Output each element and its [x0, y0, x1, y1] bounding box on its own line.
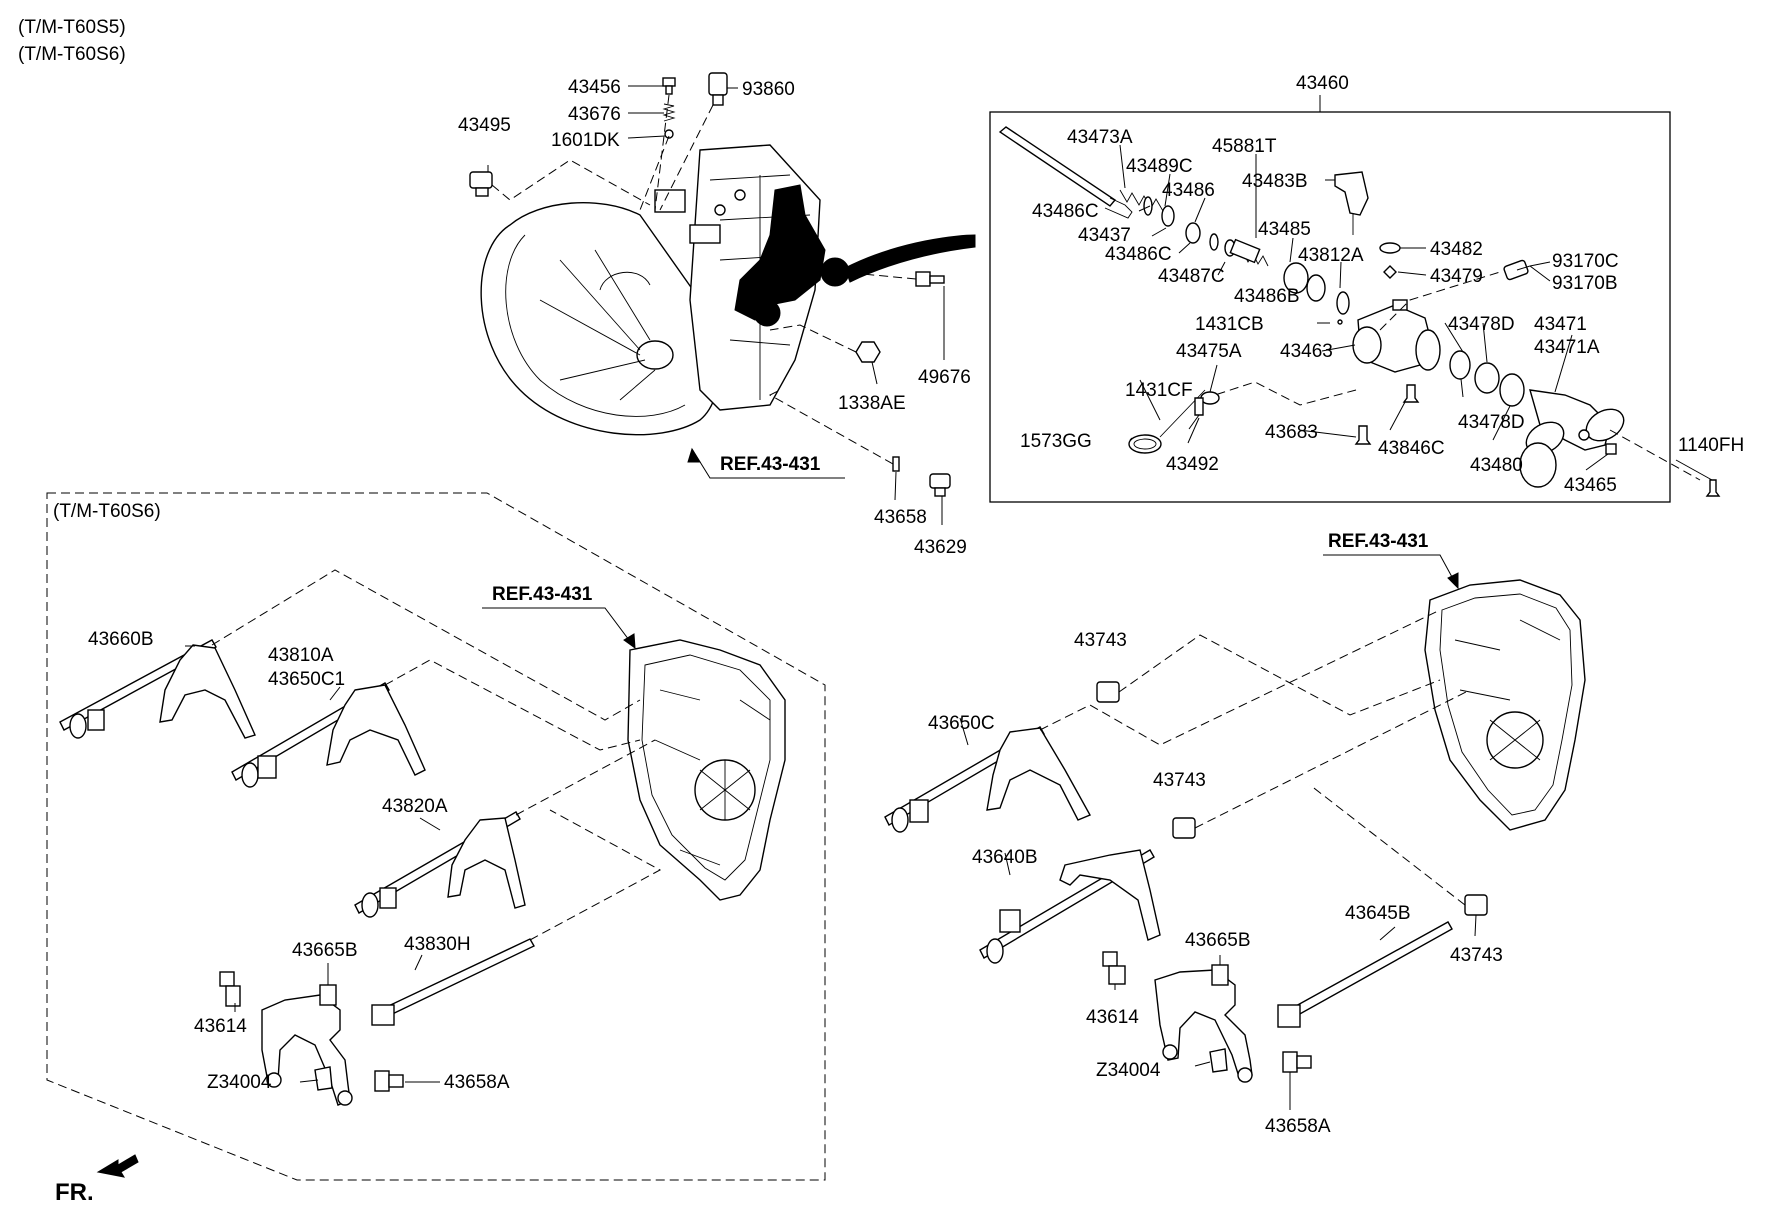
left-labels: REF.43-431 43660B 43810A 43650C1 43820A … [88, 584, 593, 1093]
left-leader-lines [185, 569, 662, 1083]
ref-label-right: REF.43-431 [1328, 531, 1429, 552]
label-43483b: 43483B [1242, 171, 1308, 192]
label-43485: 43485 [1258, 219, 1311, 240]
front-label: FR. [55, 1179, 94, 1206]
part-43676-spring [662, 103, 676, 122]
right-labels: REF.43-431 43743 43650C 43743 43640B 436… [928, 531, 1503, 1137]
label-43489c: 43489C [1126, 156, 1193, 177]
label-43486b: 43486B [1234, 286, 1300, 307]
label-43478d-b: 43478D [1458, 412, 1525, 433]
label-1601dk: 1601DK [551, 130, 620, 151]
label-93860: 93860 [742, 79, 795, 100]
kit-labels: 43473A 43489C 45881T 43486 43483B 43486C… [1020, 127, 1744, 496]
label-93170b: 93170B [1552, 273, 1618, 294]
label-1431cf: 1431CF [1125, 380, 1193, 401]
label-43743-a: 43743 [1074, 630, 1127, 651]
label-43660b: 43660B [88, 629, 154, 650]
label-43492: 43492 [1166, 454, 1219, 475]
part-43658-pin [892, 456, 900, 472]
top-leader-lines [487, 85, 945, 525]
label-43495: 43495 [458, 115, 511, 136]
label-1573gg: 1573GG [1020, 431, 1092, 452]
label-43487c: 43487C [1158, 266, 1225, 287]
label-43640b: 43640B [972, 847, 1038, 868]
label-43471: 43471 [1534, 314, 1587, 335]
label-43473a: 43473A [1067, 127, 1133, 148]
inset-t60s6-boundary [46, 492, 826, 1181]
label-43743-b: 43743 [1153, 770, 1206, 791]
label-43463: 43463 [1280, 341, 1333, 362]
front-direction-indicator: FR. [55, 1154, 139, 1206]
label-43676: 43676 [568, 104, 621, 125]
transmission-housing-top [480, 144, 976, 436]
right-fork-assemblies [884, 681, 1488, 1083]
label-43810a: 43810A [268, 645, 334, 666]
part-43629-plug [929, 473, 951, 497]
left-fork-assemblies [59, 639, 535, 1106]
label-43479: 43479 [1430, 266, 1483, 287]
label-43482: 43482 [1430, 239, 1483, 260]
label-43743-c: 43743 [1450, 945, 1503, 966]
part-43456-bolt [662, 77, 676, 95]
label-43658a-right: 43658A [1265, 1116, 1331, 1137]
label-1140fh: 1140FH [1678, 435, 1744, 456]
label-43437: 43437 [1078, 225, 1131, 246]
top-ref-callout [687, 447, 845, 479]
ref-label-top: REF.43-431 [720, 454, 821, 475]
label-43486c-a: 43486C [1032, 201, 1099, 222]
variant-label-t60s6: (T/M-T60S6) [18, 44, 126, 65]
label-43650c: 43650C [928, 713, 995, 734]
part-1601dk-ball [664, 129, 674, 139]
label-43658a-left: 43658A [444, 1072, 510, 1093]
label-43629: 43629 [914, 537, 967, 558]
ref-label-left: REF.43-431 [492, 584, 593, 605]
left-housing [627, 639, 786, 901]
label-43665b-right: 43665B [1185, 930, 1251, 951]
kit-group-label: 43460 [1296, 73, 1349, 94]
inset-variant-label: (T/M-T60S6) [53, 501, 161, 522]
part-1338ae-nut [855, 341, 881, 363]
label-1431cb: 1431CB [1195, 314, 1264, 335]
label-49676: 49676 [918, 367, 971, 388]
part-49676-bolt [915, 271, 945, 287]
variant-label-t60s5: (T/M-T60S5) [18, 17, 126, 38]
part-93860-switch [708, 72, 728, 106]
label-43478d-a: 43478D [1448, 314, 1515, 335]
kit-parts-drawing [998, 126, 1721, 497]
label-43812a: 43812A [1298, 245, 1364, 266]
label-43486c-b: 43486C [1105, 244, 1172, 265]
label-43465: 43465 [1564, 475, 1617, 496]
part-43495-plug [469, 171, 493, 197]
label-43830h: 43830H [404, 934, 471, 955]
label-45881t: 45881T [1212, 136, 1277, 157]
kit-leader-lines [1119, 144, 1713, 481]
label-z34004-right: Z34004 [1096, 1060, 1161, 1081]
label-1338ae: 1338AE [838, 393, 906, 414]
kit-43460-box [989, 111, 1671, 503]
label-43683: 43683 [1265, 422, 1318, 443]
label-z34004-left: Z34004 [207, 1072, 272, 1093]
label-43665b-left: 43665B [292, 940, 358, 961]
label-43614-left: 43614 [194, 1016, 247, 1037]
label-43846c: 43846C [1378, 438, 1445, 459]
label-43820a: 43820A [382, 796, 448, 817]
label-43480: 43480 [1470, 455, 1523, 476]
label-43614-right: 43614 [1086, 1007, 1139, 1028]
label-43456: 43456 [568, 77, 621, 98]
right-leader-lines [959, 554, 1477, 1110]
label-43645b: 43645B [1345, 903, 1411, 924]
label-43486: 43486 [1162, 180, 1215, 201]
label-43471a: 43471A [1534, 337, 1600, 358]
label-43650c1: 43650C1 [268, 669, 345, 690]
label-93170c: 93170C [1552, 251, 1619, 272]
label-43475a: 43475A [1176, 341, 1242, 362]
right-housing [1424, 579, 1586, 831]
label-43658: 43658 [874, 507, 927, 528]
